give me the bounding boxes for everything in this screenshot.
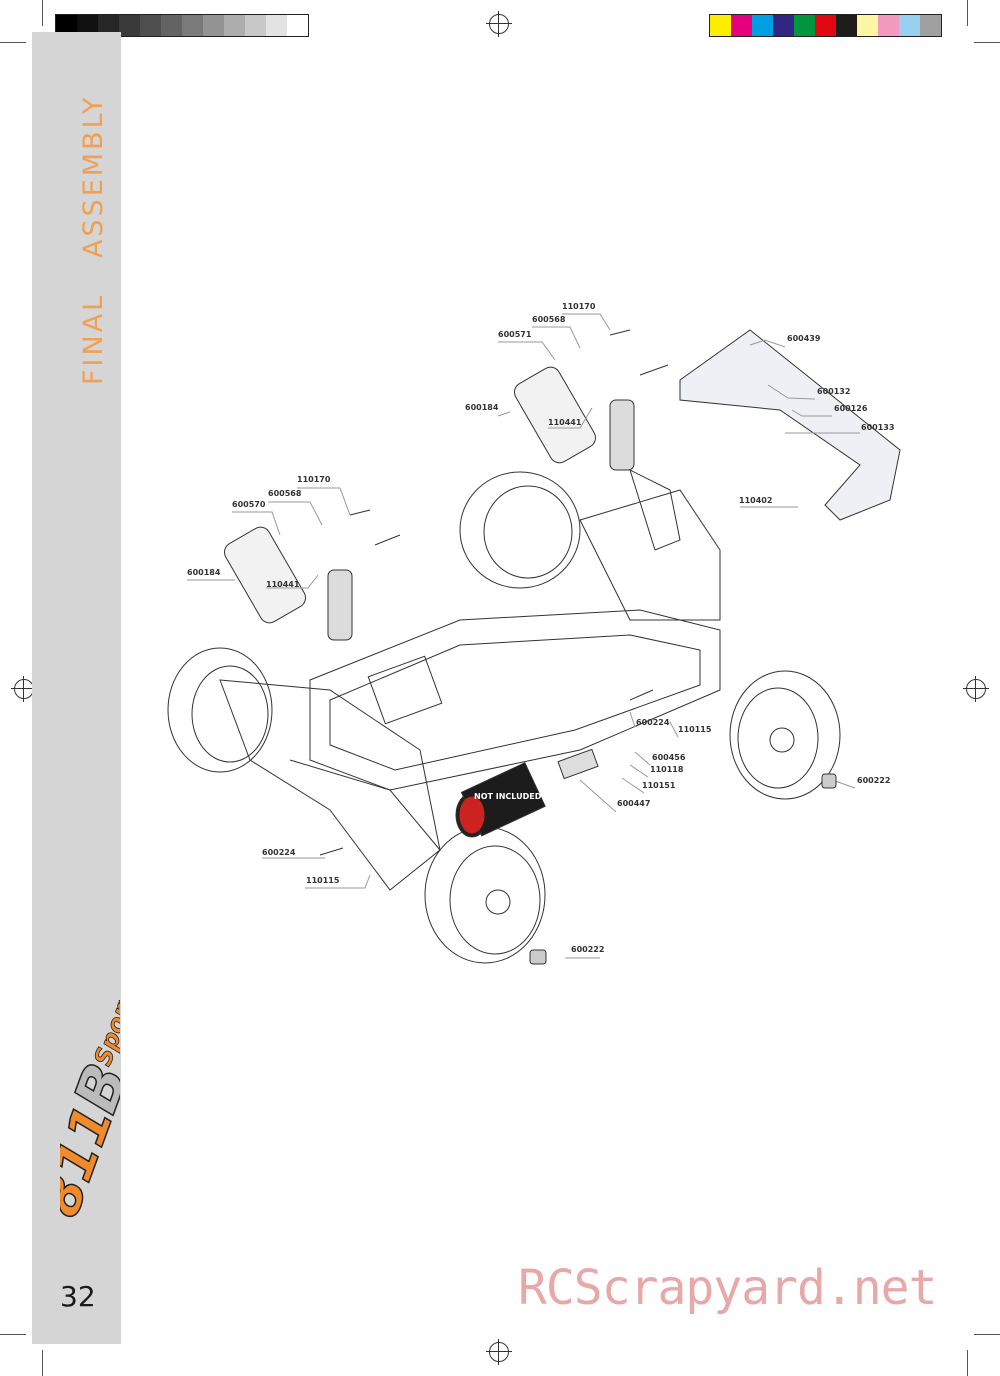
wheel-rear-left: [459, 471, 581, 589]
part-label: 110402: [739, 496, 773, 505]
crop-mark: [42, 0, 43, 26]
gray-swatch: [224, 15, 245, 36]
color-swatch: [857, 15, 878, 36]
color-swatch: [794, 15, 815, 36]
part-label: 600132: [817, 387, 851, 396]
registration-mark-left: [11, 676, 37, 702]
crop-mark: [974, 42, 1000, 43]
part-label: 110115: [678, 725, 712, 734]
gray-swatch: [98, 15, 119, 36]
part-label: 600133: [861, 423, 895, 432]
svg-text:Sport: Sport: [89, 1000, 120, 1070]
gray-swatch: [203, 15, 224, 36]
color-swatch: [731, 15, 752, 36]
part-label: 600224: [262, 848, 296, 857]
crop-mark: [974, 1334, 1000, 1335]
color-swatch: [752, 15, 773, 36]
color-swatch: [836, 15, 857, 36]
registration-mark-bottom: [486, 1339, 512, 1365]
part-label: 110118: [650, 765, 684, 774]
color-swatch: [878, 15, 899, 36]
part-label: 600222: [857, 776, 891, 785]
part-label: 600184: [465, 403, 499, 412]
part-label: 600447: [617, 799, 651, 808]
part-label: 600184: [187, 568, 221, 577]
wheel-front-left: [167, 647, 273, 773]
crop-mark: [967, 1350, 968, 1376]
color-swatch: [899, 15, 920, 36]
section-title: FINAL ASSEMBLY: [78, 94, 109, 385]
motor-not-included-label: NOT INCLUDED: [474, 792, 542, 801]
gray-swatch: [140, 15, 161, 36]
rear-wing: [679, 329, 901, 521]
811b-sport-logo: 811 B e Sport: [60, 1000, 120, 1225]
part-label: 600439: [787, 334, 821, 343]
part-label: 600568: [268, 489, 302, 498]
part-label: 600571: [498, 330, 532, 339]
color-swatch: [920, 15, 941, 36]
part-label: 110441: [266, 580, 300, 589]
registration-mark-right: [963, 676, 989, 702]
crop-mark: [0, 42, 26, 43]
color-calibration-bar: [709, 14, 942, 37]
part-label: 600224: [636, 718, 670, 727]
gray-swatch: [287, 15, 308, 36]
crop-mark: [0, 1334, 26, 1335]
gray-swatch: [245, 15, 266, 36]
part-label: 110441: [548, 418, 582, 427]
crop-mark: [42, 1350, 43, 1376]
gray-swatch: [182, 15, 203, 36]
part-label: 600570: [232, 500, 266, 509]
part-label: 600126: [834, 404, 868, 413]
gray-swatch: [56, 15, 77, 36]
gray-swatch: [161, 15, 182, 36]
part-label: 600222: [571, 945, 605, 954]
gray-swatch: [266, 15, 287, 36]
part-label: 110151: [642, 781, 676, 790]
part-label: 600456: [652, 753, 686, 762]
sidebar: [32, 32, 121, 1344]
chassis: [309, 609, 721, 791]
watermark: RCScrapyard.net: [518, 1260, 937, 1316]
color-swatch: [773, 15, 794, 36]
buggy-exploded-view: [167, 313, 901, 965]
part-label: 600568: [532, 315, 566, 324]
crop-mark: [967, 0, 968, 26]
color-swatch: [710, 15, 731, 36]
grayscale-calibration-bar: [55, 14, 309, 37]
gray-swatch: [77, 15, 98, 36]
part-label: 110170: [562, 302, 596, 311]
wheel-rear-right: [729, 670, 841, 800]
page-number: 32: [60, 1280, 96, 1313]
part-label: 110115: [306, 876, 340, 885]
color-swatch: [815, 15, 836, 36]
part-label: 110170: [297, 475, 331, 484]
registration-mark-top: [486, 11, 512, 37]
gray-swatch: [119, 15, 140, 36]
